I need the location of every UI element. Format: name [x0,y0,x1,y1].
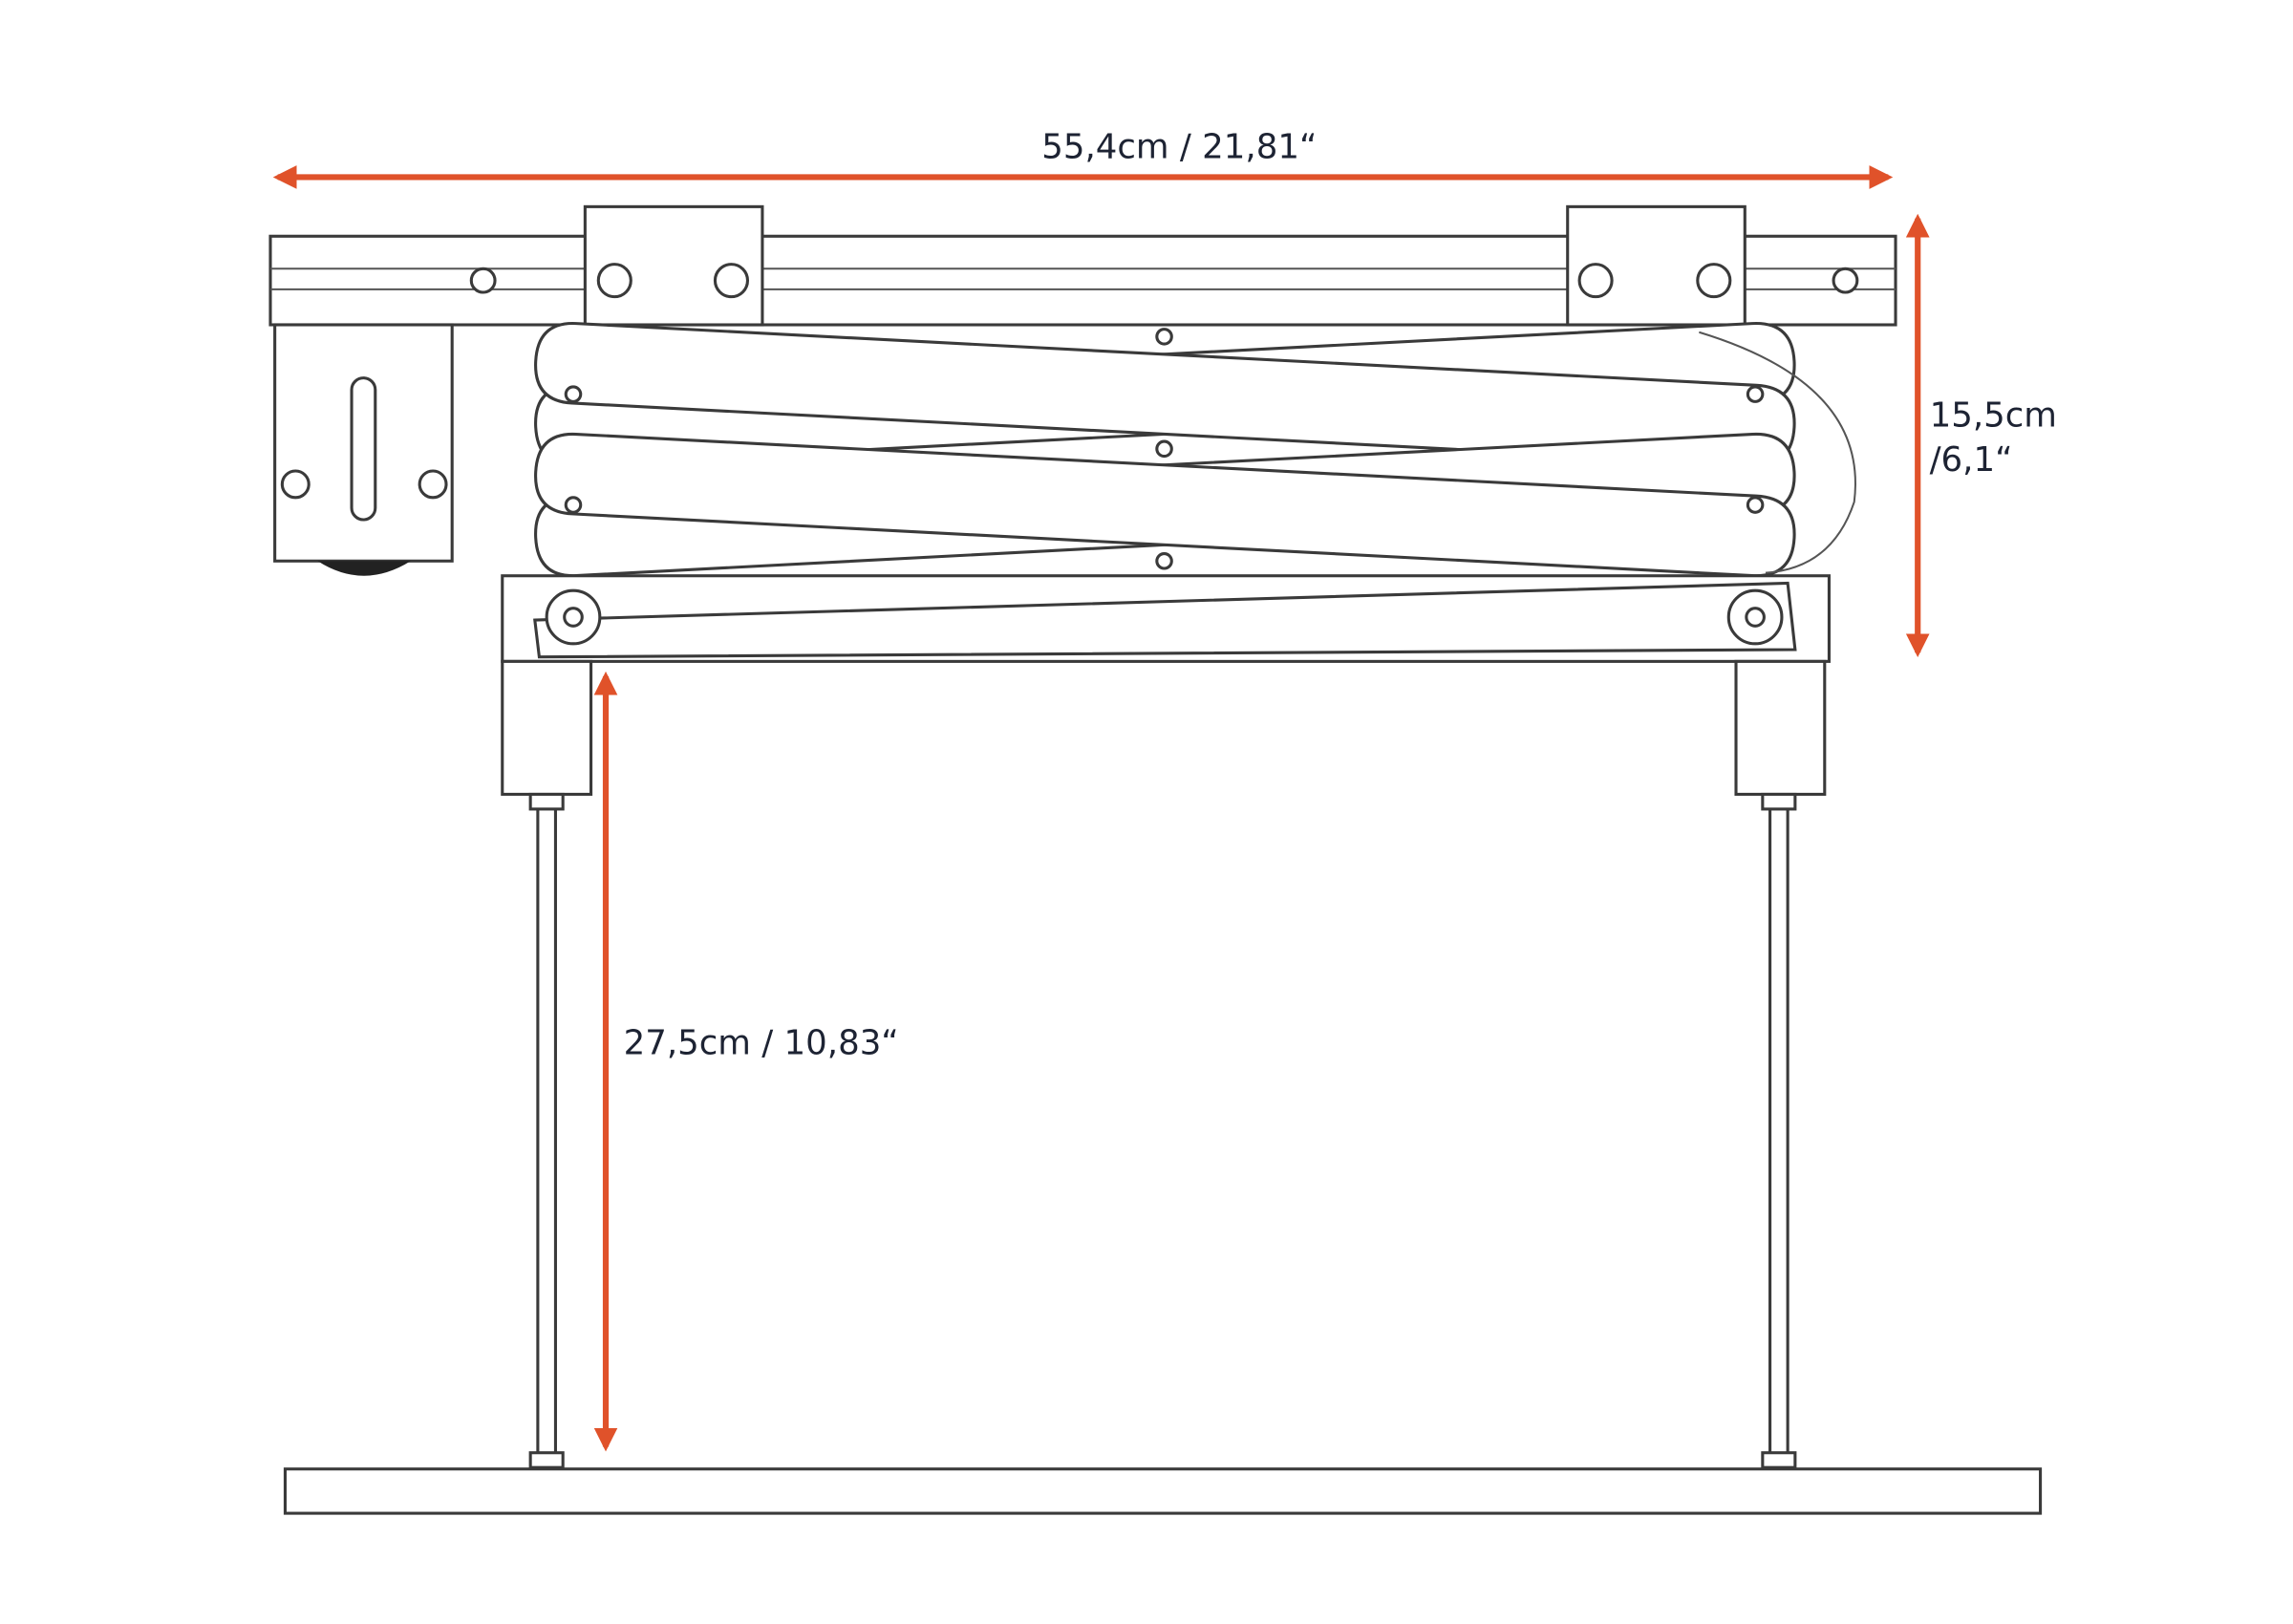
motor-housing [273,323,454,576]
scissor-arms [534,322,1856,578]
height-label-line1: 15,5cm [1930,396,2057,436]
mount-bracket-right [1566,204,1747,327]
height-label-line2: /6,1“ [1930,440,2013,480]
width-label: 55,4cm / 21,81“ [1041,127,1317,166]
drop-label: 27,5cm / 10,83“ [624,1023,899,1062]
threaded-rods [528,792,1797,1469]
mounting-plate [283,1467,2043,1515]
mount-bracket-left [583,204,764,327]
bottom-frame [501,574,1831,796]
